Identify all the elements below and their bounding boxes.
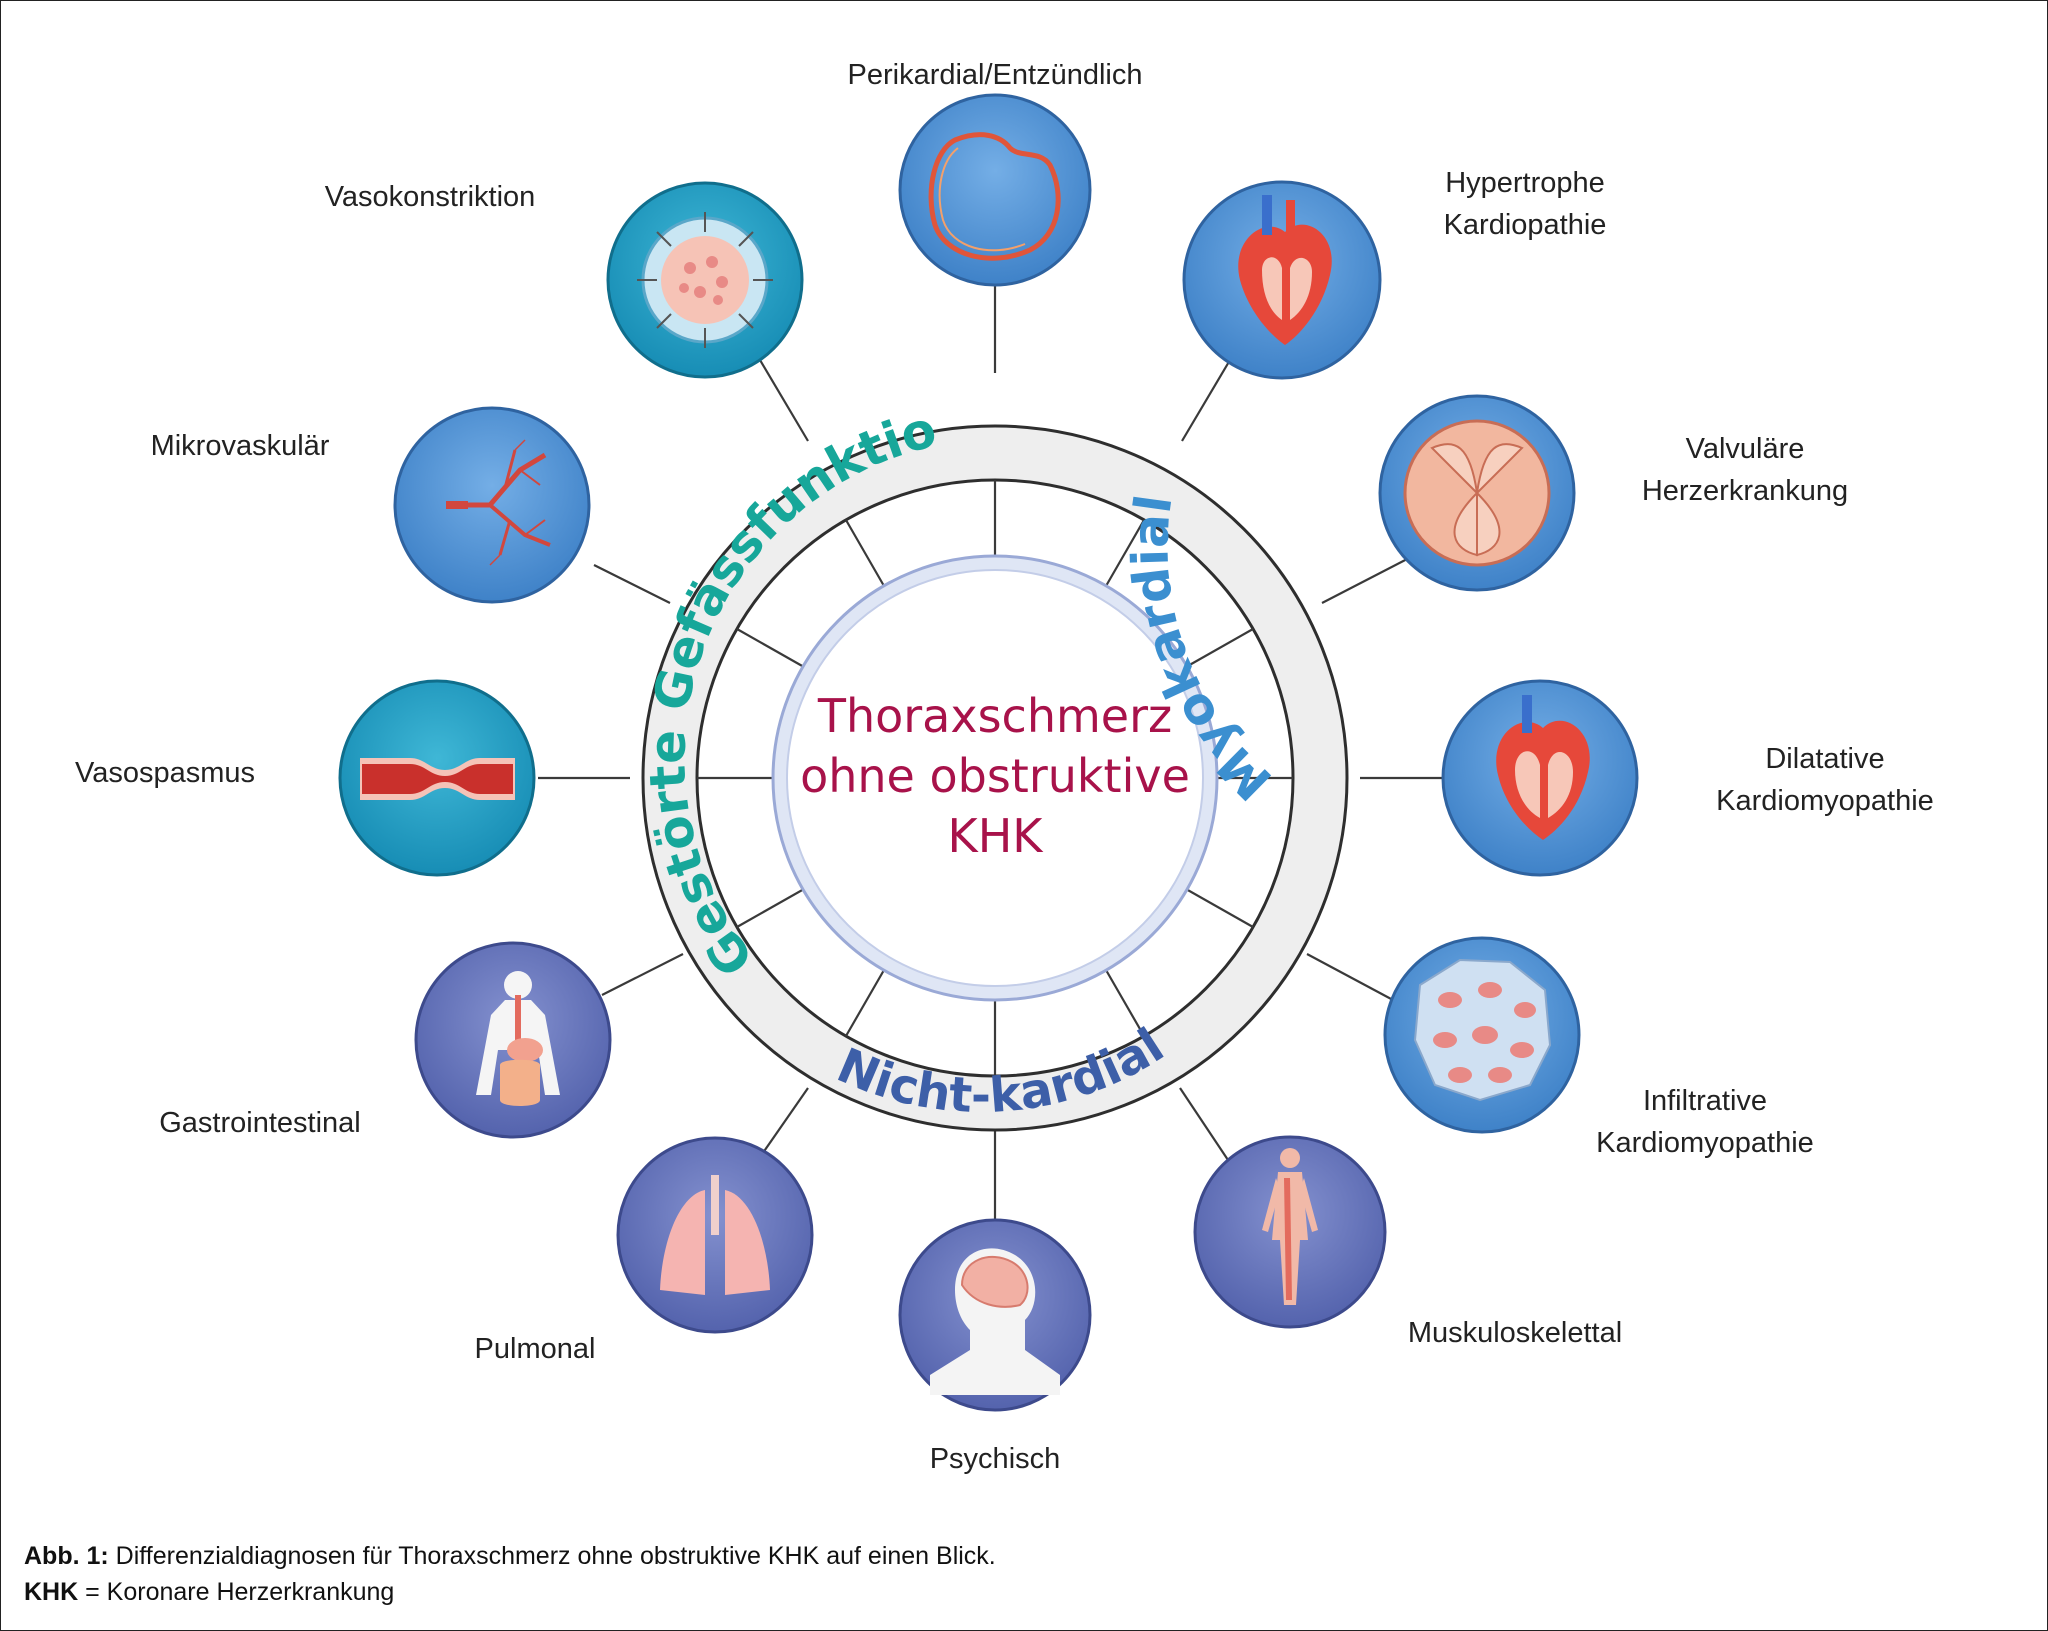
label-dilatative-line1: Dilatative [1765,743,1885,775]
node-pulmonal[interactable] [616,1136,814,1334]
heart-dilated-icon [1496,695,1590,840]
label-gastrointestinal: Gastrointestinal [159,1107,361,1139]
node-perikardial[interactable] [898,93,1092,287]
label-vasospasmus: Vasospasmus [75,757,255,789]
inner-ring-spokes-redraw [697,480,1293,1076]
node-psychisch[interactable] [898,1218,1092,1412]
microvessels-icon [450,439,551,566]
caption-khk-text: = Koronare Herzerkrankung [78,1578,395,1606]
node-infiltrative[interactable] [1383,936,1581,1134]
label-mikrovaskulaer: Mikrovaskulär [150,430,330,462]
heart-hypertrophic-icon [1238,195,1332,345]
label-vasokonstriktion: Vasokonstriktion [324,181,536,213]
tissue-infiltration-icon [1413,958,1552,1102]
vessel-spasm-icon [360,758,515,800]
label-dilatative-line2: Kardiomyopathie [1716,785,1934,817]
center-disc [786,569,1204,987]
center-title-line2: ohne obstruktive [800,749,1190,803]
human-body-muscle-icon [1262,1148,1318,1305]
caption-abb-text: Differenzialdiagnosen für Thoraxschmerz … [108,1542,996,1570]
node-mikrovaskulaer[interactable] [393,406,591,604]
label-valvulaere-line2: Herzerkrankung [1641,475,1849,507]
node-muskuloskelettal[interactable] [1193,1135,1387,1329]
label-perikardial: Perikardial/Entzündlich [847,59,1143,91]
center-title-line1: Thoraxschmerz [817,689,1172,743]
head-brain-icon [930,1248,1060,1395]
caption-khk-label: KHK [24,1578,79,1606]
node-valvulaere[interactable] [1378,394,1576,592]
connector-lines [538,280,1450,1225]
node-dilatative[interactable] [1441,679,1639,877]
caption-line2: KHK = Koronare Herzerkrankung [24,1574,996,1610]
label-psychisch: Psychisch [929,1443,1061,1475]
vessel-constriction-icon [637,212,773,348]
label-infiltrative-line1: Infiltrative [1642,1085,1768,1117]
caption-abb-label: Abb. 1: [24,1542,109,1570]
lungs-icon [660,1175,770,1295]
caption-line1: Abb. 1: Differenzialdiagnosen für Thorax… [24,1538,996,1574]
figure-caption: Abb. 1: Differenzialdiagnosen für Thorax… [24,1538,996,1610]
label-muskuloskelettal: Muskuloskelettal [1407,1317,1623,1349]
node-vasokonstriktion[interactable] [606,181,804,379]
microvessel-trunk [446,501,468,509]
label-hypertrophe-line1: Hypertrophe [1445,167,1605,199]
label-infiltrative-line2: Kardiomyopathie [1596,1127,1814,1159]
label-hypertrophe-line2: Kardiopathie [1443,209,1607,241]
node-vasospasmus[interactable] [338,679,536,877]
label-pulmonal: Pulmonal [474,1333,596,1365]
center-title-line3: KHK [948,809,1045,863]
node-hypertrophe[interactable] [1182,180,1382,380]
label-valvulaere-line1: Valvuläre [1685,433,1805,465]
digestive-system-icon [476,971,560,1106]
pericardium-icon [928,132,1061,261]
heart-valve-icon [1403,419,1551,567]
node-gastrointestinal[interactable] [414,941,612,1139]
